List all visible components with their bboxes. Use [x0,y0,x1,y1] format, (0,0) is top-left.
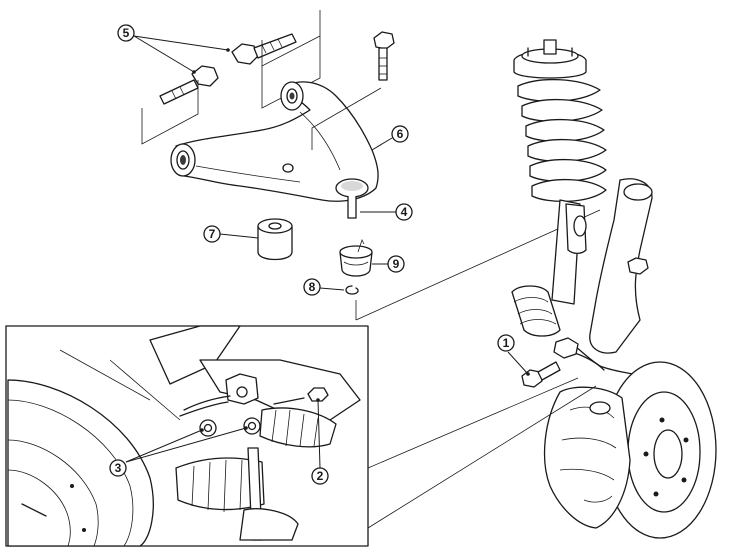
callout-4: 4 [360,203,413,221]
strut-spring-assembly [513,39,607,305]
callout-5: 5 [117,24,230,74]
detail-inset [5,325,597,547]
callout-6-label: 6 [397,127,404,141]
callout-1-label: 1 [503,336,510,350]
callout-8-label: 8 [309,280,316,294]
callout-9-label: 9 [393,257,400,271]
brake-assembly [543,361,717,539]
callout-1: 1 [497,334,530,376]
callout-3: 3 [109,426,248,477]
callout-8: 8 [303,278,345,296]
callout-6: 6 [371,125,409,151]
callout-7: 7 [203,225,259,243]
snap-ring-part [345,285,359,295]
bushing-part [257,218,293,261]
steering-knuckle [589,178,653,354]
arm-bolt-rear [231,33,297,65]
callout-2-label: 2 [317,469,324,483]
sensor-wire [553,337,661,385]
vertical-bolt [311,31,395,150]
upper-arm-assembly [141,10,379,219]
callout-7-label: 7 [209,227,216,241]
callout-5-label: 5 [123,26,130,40]
callout-4-label: 4 [401,205,408,219]
callout-9: 9 [372,255,405,273]
dust-boot-part [339,238,373,277]
drive-shaft-boot [511,285,561,337]
arm-bolt-front [159,65,219,105]
callout-3-label: 3 [115,461,122,475]
callout-2: 2 [311,398,329,485]
